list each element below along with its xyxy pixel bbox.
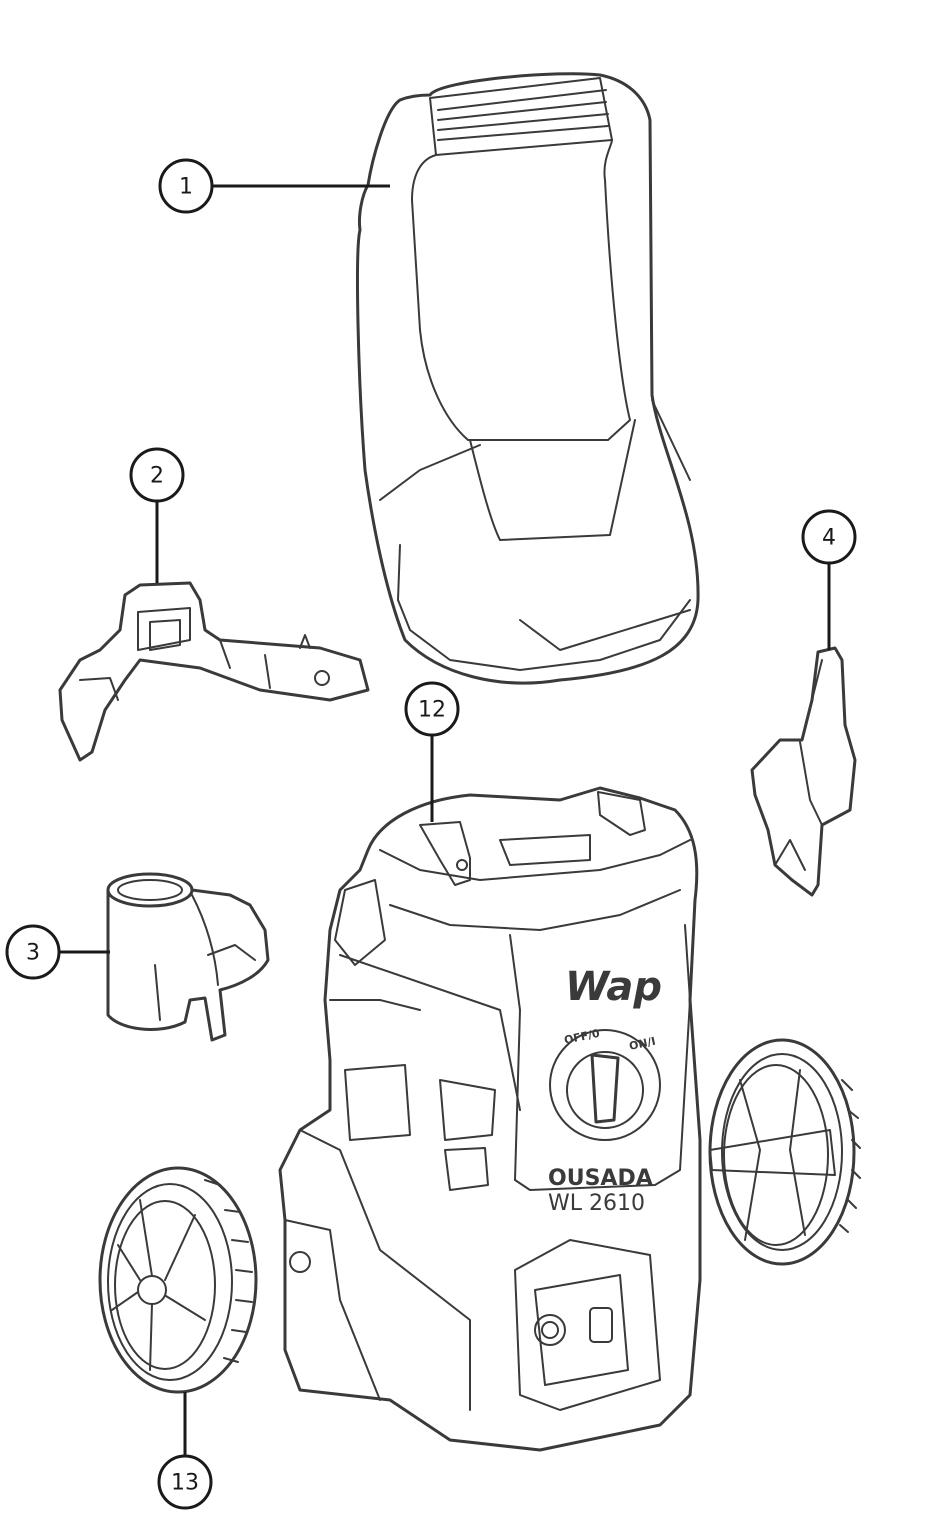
callout-4: 4 xyxy=(801,509,857,565)
callout-number: 2 xyxy=(150,464,164,489)
callout-leaders xyxy=(57,184,831,1456)
model-name: OUSADA xyxy=(548,1166,653,1191)
callout-3: 3 xyxy=(5,924,61,980)
callout-1: 1 xyxy=(158,158,214,214)
callout-bubble xyxy=(129,447,185,503)
callout-number: 3 xyxy=(26,941,40,966)
switch-off-label: OFF/0 xyxy=(563,1027,601,1047)
callout-bubble xyxy=(801,509,857,565)
callout-bubble xyxy=(157,1454,213,1510)
callout-number: 12 xyxy=(418,698,446,723)
part-3-gun-holder xyxy=(106,872,270,1042)
part-12-main-body xyxy=(278,786,702,1452)
brand-logo: Wap xyxy=(565,964,662,1010)
wheel-right xyxy=(708,1038,861,1266)
callout-2: 2 xyxy=(129,447,185,503)
power-dial xyxy=(549,1029,661,1141)
callout-bubble xyxy=(404,681,460,737)
part-1-handle-cover xyxy=(356,72,700,685)
wheel-left xyxy=(98,1166,258,1394)
callout-number: 1 xyxy=(179,175,193,200)
callout-12: 12 xyxy=(404,681,460,737)
callout-bubble xyxy=(158,158,214,214)
handle-grip-texture xyxy=(437,89,609,141)
callout-bubble xyxy=(5,924,61,980)
callout-number: 13 xyxy=(171,1471,199,1496)
part-4-lance-clip xyxy=(750,646,857,897)
callout-number: 4 xyxy=(822,526,836,551)
model-number: WL 2610 xyxy=(548,1191,645,1216)
callout-13: 13 xyxy=(157,1454,213,1510)
part-2-hose-bracket xyxy=(58,581,370,762)
switch-on-label: ON/I xyxy=(628,1035,657,1053)
